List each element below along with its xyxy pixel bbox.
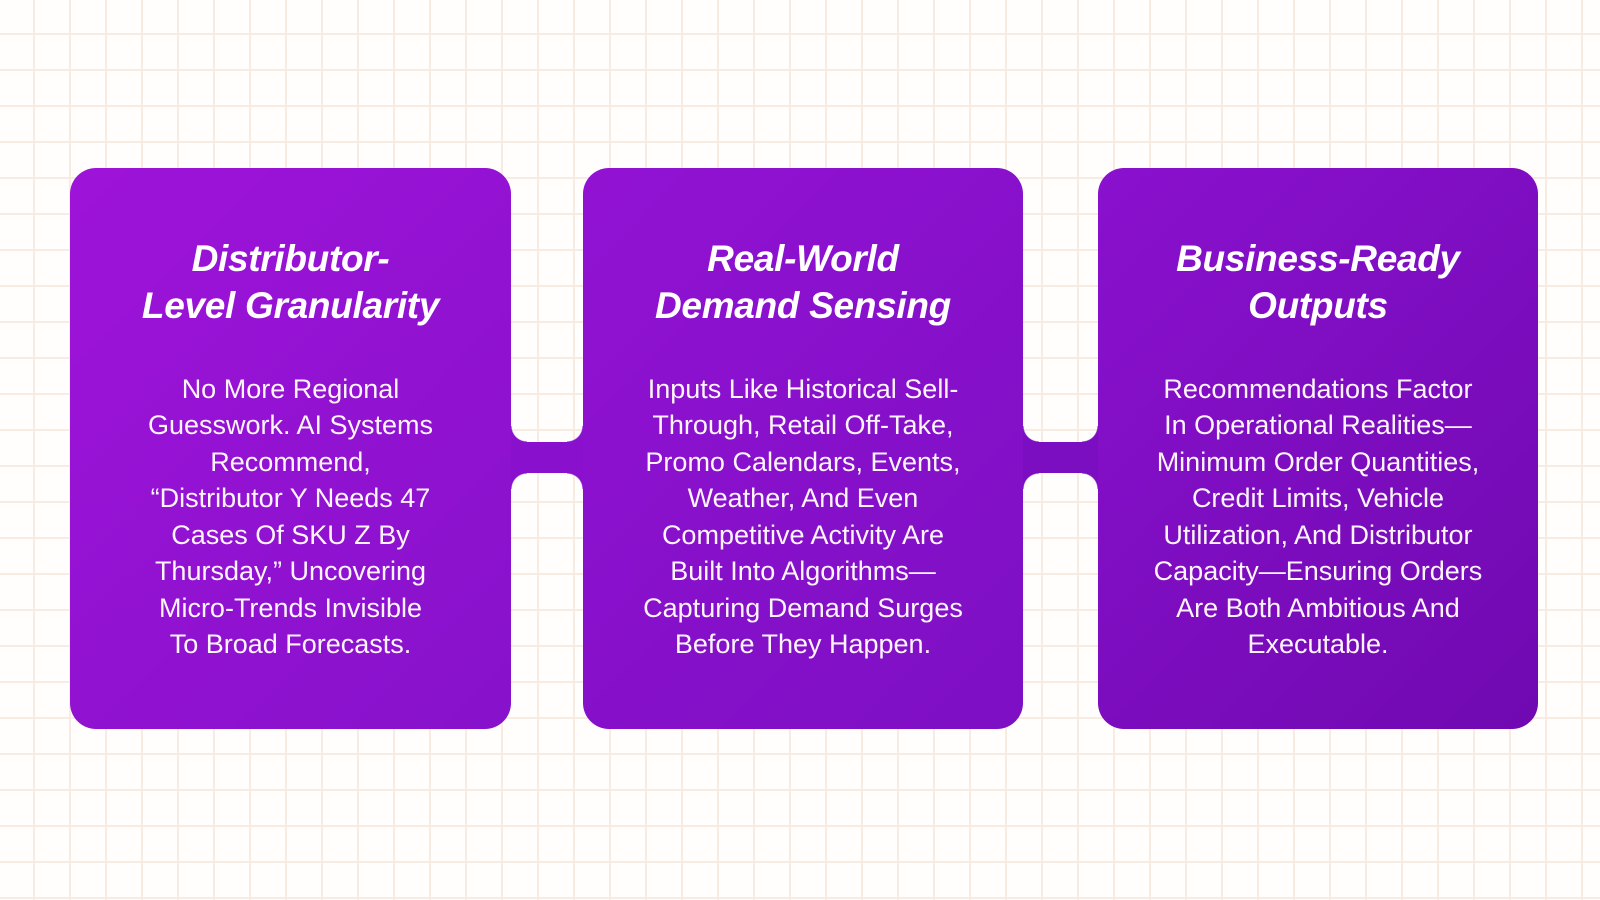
connector-fillet [1023, 473, 1039, 489]
card-title: Business-Ready Outputs [1176, 237, 1460, 326]
card-distributor-level-granularity: Distributor- Level Granularity No More R… [70, 168, 511, 729]
card-body: No More Regional Guesswork. AI Systems R… [147, 373, 434, 660]
card-title: Real-World Demand Sensing [655, 237, 951, 326]
card-real-world-demand-sensing: Real-World Demand Sensing Inputs Like Hi… [583, 168, 1023, 729]
connector-fillet [567, 473, 583, 489]
connector-right [1023, 426, 1098, 489]
card-title: Distributor- Level Granularity [141, 237, 440, 326]
card-business-ready-outputs: Business-Ready Outputs Recommendations F… [1098, 168, 1538, 729]
connector-fillet [511, 426, 527, 442]
connector-fillet [511, 473, 527, 489]
connector-left [511, 426, 583, 489]
connector-fillet [1082, 473, 1098, 489]
card-body: Inputs Like Historical Sell- Through, Re… [643, 373, 963, 660]
connector-fillet [1082, 426, 1098, 442]
card-body: Recommendations Factor In Operational Re… [1153, 373, 1483, 660]
connector-fillet [567, 426, 583, 442]
connector-fillet [1023, 426, 1039, 442]
